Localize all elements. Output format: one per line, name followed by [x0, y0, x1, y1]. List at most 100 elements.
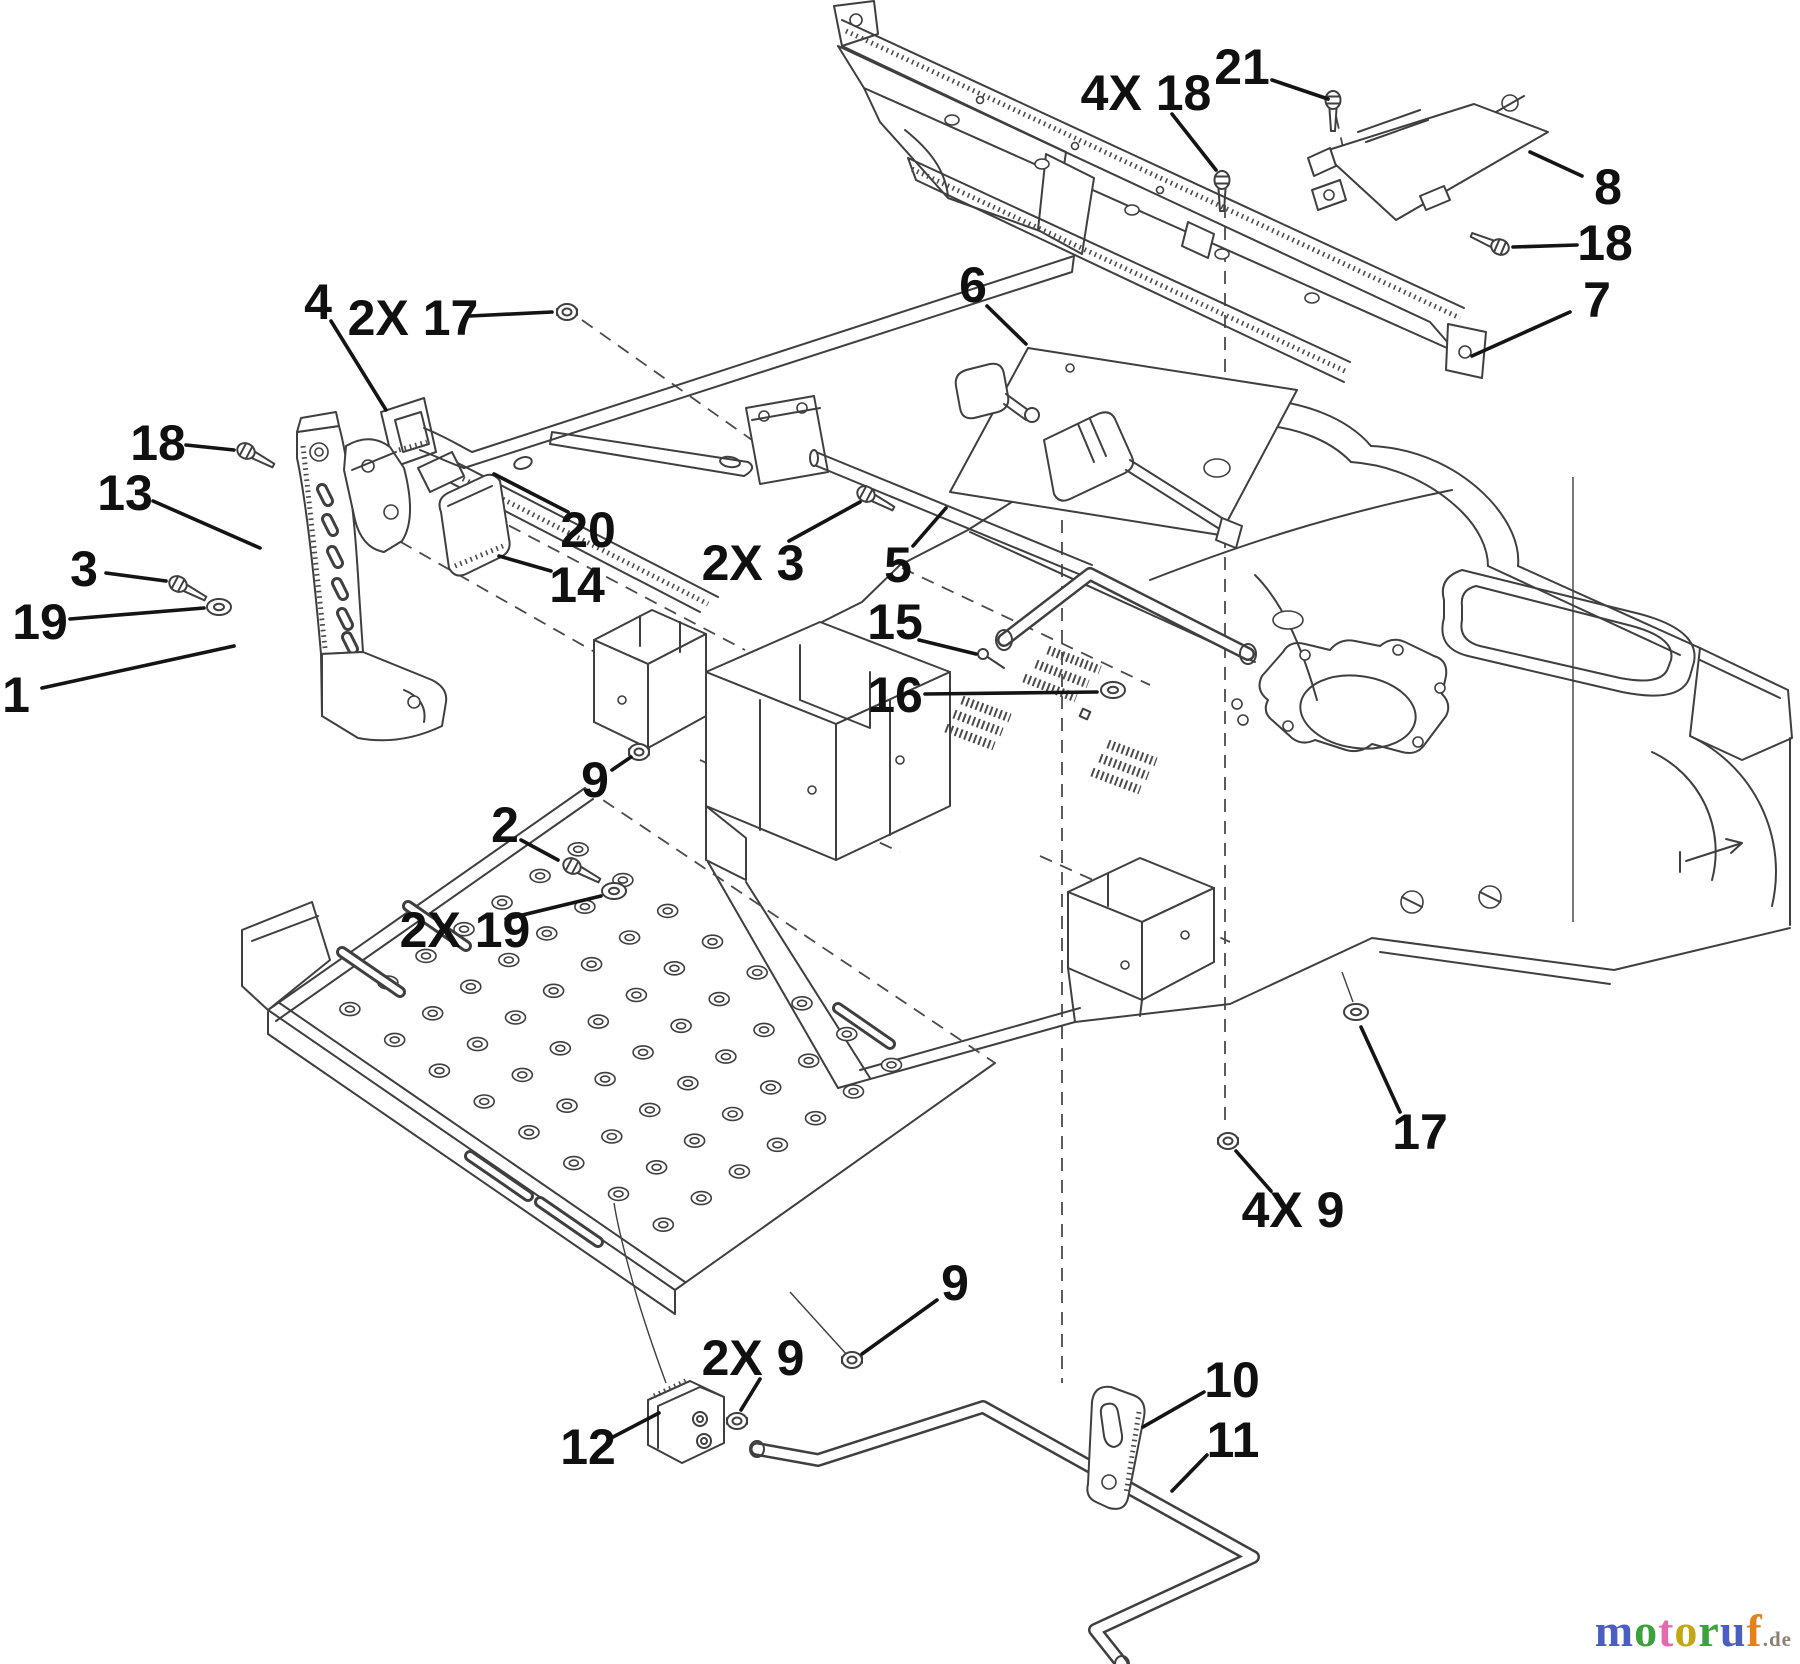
pan-hole: [599, 1075, 611, 1083]
callout-18: 18: [130, 415, 186, 471]
leader-9: [860, 1298, 939, 1356]
pan-hole: [420, 952, 432, 960]
leader-2X-19: [504, 894, 603, 921]
watermark-word: motoruf: [1595, 1605, 1763, 1656]
pan-hole: [434, 1066, 445, 1075]
leader-2: [519, 838, 560, 862]
callout-14: 14: [549, 557, 605, 613]
callout-2: 2: [491, 797, 519, 853]
seat-bracket-part13: [296, 411, 448, 742]
callout-8: 8: [1594, 159, 1622, 215]
watermark-letter: o: [1674, 1605, 1699, 1656]
pan-hole: [516, 1071, 528, 1079]
pan-hole: [472, 1040, 483, 1048]
pan-hole: [613, 1190, 624, 1198]
callout-2X-17: 2X 17: [348, 290, 479, 346]
washer-19: [206, 598, 232, 616]
leader-19: [68, 606, 206, 621]
bolt-18-right: [1467, 226, 1513, 259]
leader-18: [1511, 243, 1579, 249]
leader-3: [104, 571, 168, 583]
pan-hole: [523, 1128, 535, 1137]
bolt-18-left: [233, 439, 278, 474]
nut-9-4x: [1217, 1132, 1239, 1150]
callout-17: 17: [1392, 1104, 1448, 1160]
nut-9-bottom: [841, 1351, 863, 1369]
pan-hole: [886, 1061, 897, 1069]
callout-12: 12: [560, 1419, 616, 1475]
callout-9: 9: [941, 1255, 969, 1311]
pan-hole: [568, 1159, 580, 1167]
pan-hole: [651, 1163, 662, 1172]
pan-hole: [631, 991, 642, 999]
pan-hole: [751, 968, 763, 977]
pan-slots: [336, 900, 896, 1248]
pan-hole: [682, 1079, 694, 1087]
floor-pan: [241, 787, 996, 1315]
callout-2X-9: 2X 9: [702, 1330, 805, 1386]
plate-damper-part6: [949, 347, 1298, 549]
pan-hole: [541, 929, 553, 938]
pan-hole: [713, 995, 725, 1003]
callout-1: 1: [2, 667, 30, 723]
pan-hole: [496, 898, 508, 907]
strap-part10: [1086, 1385, 1146, 1510]
pan-hole: [689, 1136, 700, 1145]
watermark-letter: u: [1719, 1605, 1747, 1656]
pan-hole: [548, 986, 559, 995]
leader-9: [610, 755, 633, 772]
pan-hole: [644, 1106, 656, 1114]
callout-19: 19: [12, 594, 68, 650]
leader-4X-9: [1234, 1149, 1273, 1193]
pan-hole: [344, 1005, 356, 1013]
pan-hole: [841, 1030, 853, 1038]
pan-hole: [427, 1009, 439, 1018]
hitch-arrow-icon: [1679, 838, 1743, 873]
watermark-letter: r: [1698, 1605, 1720, 1656]
leader-11: [1170, 1453, 1209, 1493]
pivot-rod-part5: [745, 395, 1257, 665]
watermark-letter: o: [1634, 1605, 1659, 1656]
callout-2X-3: 2X 3: [702, 535, 805, 591]
seat-channel-part7: [833, 0, 1487, 383]
leader-2X-3: [787, 500, 862, 543]
bracket-part8: [1307, 94, 1549, 221]
pan-hole: [657, 1220, 669, 1229]
bolt-2: [559, 854, 604, 889]
leader-10: [1141, 1390, 1206, 1429]
pan-hole: [695, 1194, 707, 1202]
pan-hole: [572, 845, 584, 854]
leader-21: [1270, 78, 1330, 101]
lift-arm-part4: [380, 255, 1075, 470]
pan-hole: [554, 1044, 566, 1053]
leader-15: [917, 638, 978, 656]
callout-4X-18: 4X 18: [1081, 65, 1212, 121]
watermark-letter: t: [1658, 1605, 1675, 1656]
pan-hole: [727, 1110, 738, 1118]
watermark-letter: f: [1746, 1605, 1763, 1656]
pan-hole: [720, 1052, 732, 1061]
pan-hole: [765, 1083, 777, 1092]
callout-18: 18: [1577, 215, 1633, 271]
watermark-letter: m: [1594, 1605, 1635, 1656]
pan-hole: [662, 907, 674, 915]
pan-hole: [503, 956, 515, 964]
callout-21: 21: [1214, 39, 1270, 95]
leader-16: [923, 690, 1099, 696]
leader-18: [184, 443, 236, 452]
leader-13: [151, 499, 262, 550]
callout-4: 4: [304, 274, 332, 330]
pan-hole: [617, 876, 629, 884]
leader-8: [1528, 150, 1584, 178]
pan-hole: [561, 1101, 573, 1110]
pan-hole: [803, 1056, 815, 1065]
washer-19-2x: [601, 882, 627, 900]
pan-hole: [534, 872, 546, 880]
nut-17-2x: [556, 303, 578, 321]
pan-hole: [810, 1114, 821, 1122]
callout-13: 13: [97, 465, 153, 521]
callout-16: 16: [867, 667, 923, 723]
callout-2X-19: 2X 19: [400, 902, 531, 958]
